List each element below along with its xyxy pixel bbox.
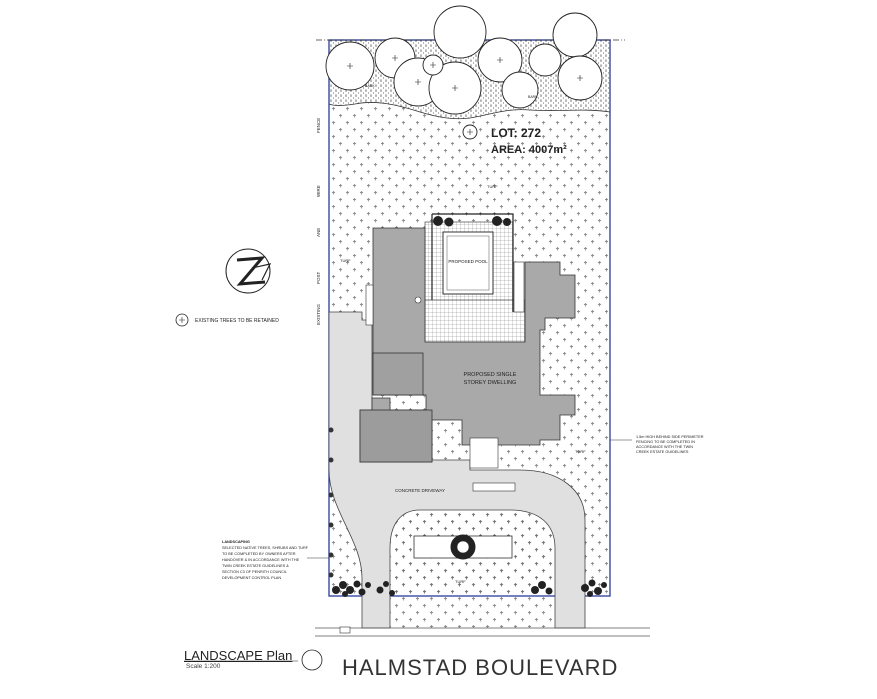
turf-label-front: TURF	[455, 579, 466, 584]
dwelling-label-line1: PROPOSED SINGLE	[464, 372, 517, 378]
street-name: HALMSTAD BOULEVARD	[342, 655, 619, 680]
svg-text:TWIN CREEK ESTATE GUIDELINES &: TWIN CREEK ESTATE GUIDELINES &	[222, 564, 289, 568]
bark-label-right: BARK	[528, 95, 538, 99]
side-shrubs-left	[328, 427, 334, 578]
porch	[469, 437, 499, 469]
svg-text:CREEK ESTATE GUIDELINES: CREEK ESTATE GUIDELINES	[636, 450, 689, 454]
svg-text:SECTION C3 OF PENRITH COUNCIL: SECTION C3 OF PENRITH COUNCIL	[222, 570, 287, 574]
pool-label: PROPOSED POOL	[448, 259, 488, 264]
fence-note: 1.5m HIGH BEHIND SIDE PERIMETER FENCING …	[636, 435, 704, 454]
turf-label-rear: TURF	[487, 184, 498, 189]
turf-label-side: TURF	[340, 258, 351, 263]
feature-tree-core	[456, 540, 470, 554]
fence-label-3: ANE	[316, 228, 321, 237]
legend-existing-trees: EXISTING TREES TO BE RETAINED	[195, 318, 279, 324]
driveway-label: CONCRETE DRIVEWAY	[395, 488, 445, 493]
drawing-scale: Scale 1:200	[186, 663, 221, 670]
bark-label-left: BARK	[365, 84, 375, 88]
pool-screen-shrubs	[433, 216, 511, 227]
svg-text:DEVELOPMENT CONTROL PLAN: DEVELOPMENT CONTROL PLAN	[222, 576, 281, 580]
front-shrubs-right	[531, 579, 607, 597]
proposed-dwelling	[359, 227, 576, 463]
north-arrow-icon	[225, 248, 272, 294]
turf-label-right: TURF	[575, 449, 586, 454]
fence-label-4: POST	[316, 271, 321, 284]
pool-coping	[446, 235, 490, 291]
drawing-reference-circle	[301, 649, 323, 671]
front-planter	[472, 482, 516, 492]
rear-window	[513, 261, 525, 313]
legend-tree-mark	[179, 317, 185, 323]
fence-label-1: FENCE	[316, 118, 321, 133]
svg-text:ACCORDANCE WITH THE TWIN: ACCORDANCE WITH THE TWIN	[636, 445, 693, 449]
garage	[359, 409, 433, 463]
svg-text:SELECTED NATIVE TREES, SHRUBS: SELECTED NATIVE TREES, SHRUBS AND TURF	[222, 546, 309, 550]
lot-number-label: LOT: 272	[491, 126, 541, 140]
svg-text:LANDSCAPING: LANDSCAPING	[222, 540, 250, 544]
tap-icon	[414, 296, 422, 304]
side-window	[365, 284, 374, 326]
lot-area-label: AREA: 4007m²	[491, 144, 567, 156]
svg-text:TO BE COMPLETED BY OWNERS AFTE: TO BE COMPLETED BY OWNERS AFTER	[222, 552, 296, 556]
svg-text:FENCING TO BE COMPLETED IN: FENCING TO BE COMPLETED IN	[636, 440, 695, 444]
fence-label-2: WIRE	[316, 185, 321, 197]
driveway-island-turf	[390, 510, 555, 628]
svg-text:1.5m HIGH BEHIND SIDE PERIMETE: 1.5m HIGH BEHIND SIDE PERIMETER	[636, 435, 704, 439]
fence-label-5: EXISTING	[316, 303, 321, 325]
svg-text:HANDOVER & IN ACCORDANCE WITH: HANDOVER & IN ACCORDANCE WITH THE	[222, 558, 300, 562]
fence-labels: FENCE WIRE ANE POST EXISTING	[316, 118, 321, 325]
pool-fence	[431, 213, 514, 312]
front-shrubs-left	[332, 580, 395, 597]
entry-wing	[372, 352, 424, 396]
dwelling-label-line2: STOREY DWELLING	[464, 380, 517, 386]
proposed-pool	[442, 231, 494, 295]
alfresco-paving	[424, 299, 526, 343]
letterbox	[339, 626, 351, 634]
tree-trunk-marks	[347, 55, 583, 135]
landscaping-note: LANDSCAPING SELECTED NATIVE TREES, SHRUB…	[222, 540, 309, 580]
drawing-title: LANDSCAPE Plan	[184, 648, 293, 663]
